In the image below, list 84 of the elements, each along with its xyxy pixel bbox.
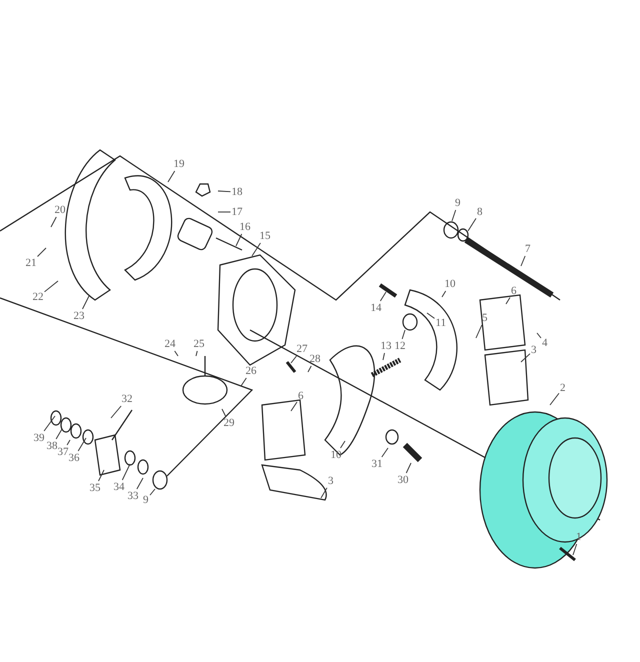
leader-line [136, 478, 144, 490]
callout-number: 8 [477, 206, 482, 218]
callout-number: 15 [260, 230, 270, 242]
callout-number: 36 [68, 452, 80, 464]
callout-number: 2 [560, 382, 566, 394]
leader-line [236, 234, 242, 246]
callout-number: 35 [90, 482, 100, 494]
leader-line [340, 440, 346, 448]
leader-line [426, 312, 435, 319]
leader-line [150, 488, 156, 496]
leader-line [37, 248, 46, 257]
callout-number: 32 [122, 393, 132, 405]
leader-line [196, 350, 198, 356]
leader-line [550, 392, 560, 406]
callout-number: 7 [525, 243, 530, 255]
callout-number: 19 [174, 158, 184, 170]
callout-number: 38 [46, 440, 58, 452]
callout-number: 16 [240, 221, 250, 233]
callout-number: 3 [531, 344, 536, 356]
callout-number: 18 [232, 186, 242, 198]
leader-line [506, 297, 510, 304]
callout-number: 3 [328, 475, 334, 487]
callout-number: 24 [164, 338, 176, 350]
leader-line [380, 292, 386, 302]
leader-line [110, 406, 122, 418]
leader-line [476, 324, 482, 338]
callout-number: 5 [482, 312, 488, 324]
leader-line [168, 170, 176, 182]
callout-number: 10 [444, 278, 456, 290]
callout-number: 23 [74, 310, 84, 322]
leader-line [66, 440, 70, 446]
leader-line [290, 402, 298, 412]
callout-number: 30 [398, 474, 408, 486]
leader-line [252, 242, 261, 256]
callout-number: 22 [32, 291, 44, 303]
leader-line [381, 448, 388, 458]
leader-line [536, 332, 542, 338]
leader-line [572, 544, 578, 556]
callout-number: 27 [296, 343, 308, 355]
leader-line [218, 190, 231, 192]
leader-line [468, 218, 476, 232]
callout-number: 10 [330, 449, 342, 461]
leader-line [382, 352, 385, 360]
leader-line [308, 366, 312, 372]
callout-number: 17 [232, 206, 242, 218]
callout-number: 39 [34, 432, 44, 444]
callout-number: 12 [394, 340, 406, 352]
leader-line [78, 438, 86, 452]
leader-line [44, 280, 58, 292]
leader-line [122, 464, 130, 480]
callout-number: 21 [26, 257, 36, 269]
leader-line [452, 210, 456, 222]
leader-line [406, 462, 412, 474]
leader-line [442, 290, 446, 298]
leader-line [50, 216, 57, 228]
callout-number: 6 [511, 285, 516, 297]
leader-line [240, 378, 247, 386]
leader-line [520, 256, 526, 266]
callout-number: 37 [58, 446, 68, 458]
callout-number: 25 [194, 338, 204, 350]
callout-number: 4 [542, 337, 548, 349]
callout-number: 33 [128, 490, 138, 502]
callout-number: 6 [298, 390, 304, 402]
callout-number: 29 [224, 417, 234, 429]
leader-line [56, 428, 62, 440]
callout-number: 9 [455, 197, 460, 209]
leader-line [402, 330, 406, 340]
callout-number: 13 [380, 340, 392, 352]
callout-number: 14 [370, 302, 382, 314]
leader-line [320, 487, 328, 498]
leader-line [44, 416, 56, 432]
callout-number: 11 [436, 317, 446, 329]
leader-line [82, 296, 90, 310]
callout-number: 28 [310, 353, 320, 365]
callout-number: 31 [372, 458, 382, 470]
leader-line [290, 356, 297, 364]
callout-number: 9 [143, 494, 148, 506]
callout-number: 26 [246, 365, 256, 377]
leader-line [98, 470, 104, 482]
callout-number: 34 [114, 481, 124, 493]
leader-line [222, 408, 226, 416]
callout-number: 20 [54, 204, 66, 216]
leader-line [520, 353, 530, 362]
leader-line [174, 350, 178, 356]
